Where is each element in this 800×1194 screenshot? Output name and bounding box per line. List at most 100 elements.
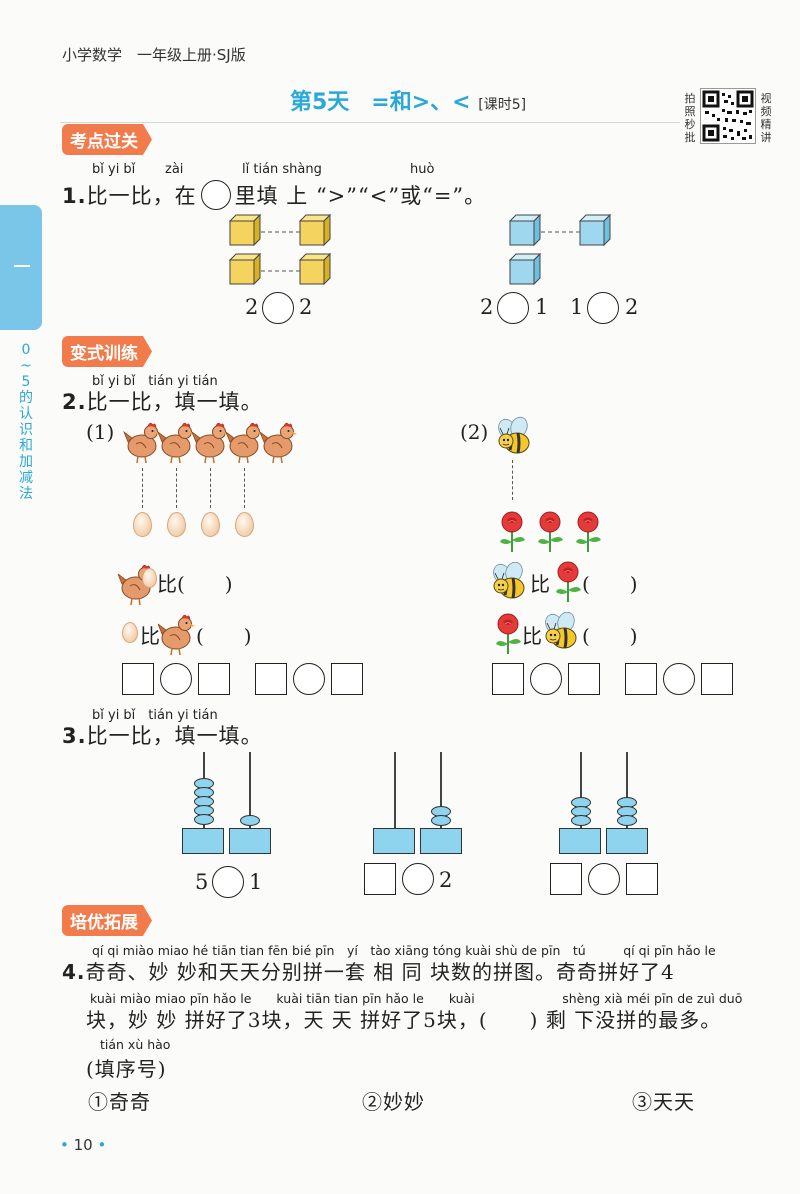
q1-cubes-blue [509,214,611,285]
q4-number: 4. [62,960,86,984]
q2-answer-box[interactable] [625,663,657,695]
q2-bi-2: 比 [140,624,160,648]
chapter-side-tab [0,205,42,330]
abacus-rod [580,752,582,830]
q1-b-left: 2 [480,295,494,319]
qr-left-label: 拍照秒批 [684,92,696,144]
q3-c-answer-box[interactable] [626,863,658,895]
q1-cubes-yellow [229,214,331,285]
qr-code[interactable] [700,88,756,144]
abacus-bead [194,814,214,825]
q3-c-answer-box[interactable] [550,863,582,895]
hen-icon [158,614,196,656]
q2-number: 2. [62,390,87,414]
q2-answer-box[interactable] [492,663,524,695]
q2-answer-box[interactable] [122,663,154,695]
q2-match-line [176,468,177,508]
abacus-rod [626,752,628,830]
egg-icon [142,568,157,588]
bee-icon [542,612,579,650]
q2-answer-circle[interactable] [160,663,192,695]
header-divider [60,122,680,123]
q1-text-a: 比一比，在 [86,184,197,208]
q3-b-answer-circle[interactable] [402,863,434,895]
q3-number: 3. [62,724,87,748]
q2-hens-row [123,422,298,464]
abacus-rod [249,752,251,830]
q3-text: 比一比，填一填。 [86,724,263,748]
q1-b-answer-circle[interactable] [497,292,529,324]
egg-icon [122,622,138,643]
q2-match-line [210,468,211,508]
q1-a-answer-circle[interactable] [262,292,294,324]
q2-compare-3-paren: ( ) [582,572,638,596]
section-badge-variation: 变式训练 [62,336,152,367]
title-text: 第5天 =和>、< [290,90,471,115]
abacus-bead [240,815,260,826]
q3-a-left: 5 [195,870,209,894]
q4-pinyin-3: tián xù hào [100,1037,171,1052]
q2-text: 比一比，填一填。 [86,390,263,414]
chapter-title-vertical: 0~5 的认识 和加减 法 [19,342,33,502]
q4-pinyin-2: kuài miào miao pīn hǎo le kuài tiān tian… [90,991,743,1006]
abacus-base [559,828,601,854]
bee-icon [494,415,532,455]
abacus-base [229,828,271,854]
q4-option-1: ①奇奇 [88,1090,151,1114]
q1-stem: 1.比一比，在 里填 上 “>”“<”或“=”。 [62,180,486,210]
bee-icon [490,562,527,600]
q3-b-answer-box[interactable] [364,863,396,895]
q4-line-2[interactable]: 块，妙 妙 拼好了3块，天 天 拼好了5块，( ) 剩 下没拼的最多。 [86,1008,722,1032]
q4-line-1: 4.奇奇、妙 妙和天天分别拼一套 相 同 块数的拼图。奇奇拼好了4 [62,956,675,985]
q3-a-answer-circle[interactable] [212,866,244,898]
page-number: • 10 • [60,1136,107,1154]
q2-compare-1: 比( ) [157,572,233,596]
section-badge-basic: 考点过关 [62,124,152,155]
q2-pinyin: bǐ yi bǐ tián yi tián [92,374,218,389]
abacus-base [373,828,415,854]
q1-text-b: 里填 上 “>”“<”或“=”。 [234,184,487,208]
q4-option-2: ②妙妙 [362,1090,425,1114]
q2-stem: 2.比一比，填一填。 [62,386,263,416]
q2-compare-4-paren: ( ) [582,624,638,648]
q2-answer-circle[interactable] [293,663,325,695]
q2-answer-circle[interactable] [663,663,695,695]
q2-bi-4: 比 [522,624,542,648]
q2-answer-box[interactable] [255,663,287,695]
abacus-base [606,828,648,854]
q2-answer-box[interactable] [568,663,600,695]
q2-answer-box[interactable] [331,663,363,695]
egg-icon [201,512,220,537]
q2-answer-circle[interactable] [530,663,562,695]
q2-match-line [512,460,513,500]
abacus-bead [617,815,637,826]
abacus-base [420,828,462,854]
q2-answer-box[interactable] [701,663,733,695]
q1-a-left: 2 [245,295,259,319]
qr-right-label: 视频精讲 [760,92,772,144]
q1-pinyin-1: bǐ yi bǐ [92,162,136,177]
egg-icon [235,512,254,537]
abacus-bead [571,815,591,826]
section-badge-advanced: 培优拓展 [62,905,152,936]
q2-bi-3: 比 [530,572,550,596]
q4-text-1: 奇奇、妙 妙和天天分别拼一套 相 同 块数的拼图。奇奇拼好了4 [85,960,675,984]
page-title: 第5天 =和>、< [课时5] [290,84,526,116]
q1-pinyin-2: zài [165,162,184,177]
q3-pinyin: bǐ yi bǐ tián yi tián [92,708,218,723]
q1-pinyin-4: huò [410,162,435,177]
abacus-rod [394,752,396,830]
q4-line-3: (填序号) [86,1057,167,1081]
q3-c-answer-circle[interactable] [588,863,620,895]
egg-icon [167,512,186,537]
abacus-base [182,828,224,854]
q2-roses-row [499,511,602,553]
q1-c-left: 1 [570,295,584,319]
q1-number: 1. [62,184,87,208]
chapter-tab-mark [14,265,30,267]
q1-c-answer-circle[interactable] [587,292,619,324]
q2-answer-box[interactable] [198,663,230,695]
q1-inline-circle [200,180,231,210]
q4-pinyin-1: qí qi miào miao hé tiān tian fēn bié pīn… [92,943,716,958]
abacus-bead [431,815,451,826]
